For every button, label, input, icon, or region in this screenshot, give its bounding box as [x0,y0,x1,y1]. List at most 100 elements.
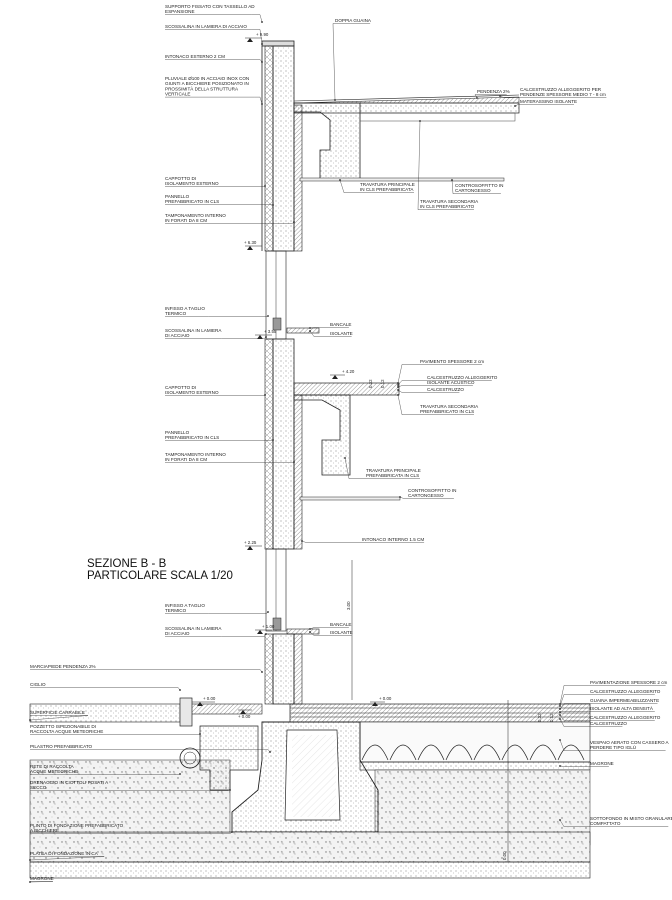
middle-infill [293,394,303,550]
label-superficie: SUPERFICIE CARRABILE [29,710,89,721]
roof-beam-secondary [359,112,516,122]
label-text: SOTTOFONDO IN MISTO GRANULARE [590,816,672,821]
upper-wall-cls [272,45,295,252]
parapet-cap [261,40,295,47]
label-guaina-imp: GUAINA IMPERMEABILIZZANTE [559,698,659,710]
label-text: PREFABBRICATO IN CLS [420,409,474,414]
label-calc-all2: CALCESTRUZZO ALLEGGERITO [559,689,661,707]
label-supporto: SUPPORTO FISSATO CON TASSELLO ADESPANSIO… [165,4,263,23]
label-text: TRAVATURA PRINCIPALE [366,468,421,473]
label-text: INTONACO INTERNO 1.5 CM [362,537,424,542]
label-text: PANNELLO [165,430,190,435]
label-text: CALCESTRUZZO ALLEGGERITO [427,375,498,380]
level-4: + 4.20 [342,369,355,374]
label-text: PAVIMENTO SPESSORE 2 cm [420,359,484,364]
label-text: TRAVATURA SECONDARIA [420,199,479,204]
section-subtitle: PARTICOLARE SCALA 1/20 [87,570,233,582]
label-isolante1: ISOLANTE [309,330,353,337]
label-text: BANCALE [330,622,351,627]
label-text: CALCESTRUZZO ALLEGGERITO PER [520,87,602,92]
label-text: SECCO [30,785,47,790]
label-text: PREFABBRICATO IN CLS [165,199,219,204]
label-text: ISOLANTE ACUSTICO [427,380,475,385]
label-doppia-guaina: DOPPIA GUAINA [332,18,372,101]
igloo-formwork [359,721,591,763]
level-5: + 2.25 [244,540,257,545]
label-text: VERTICALE [165,92,190,97]
level-1: + 9.90 [256,32,269,37]
label-text: PILASTRO PREFABBRICATO [30,744,93,749]
label-text: VESPAIO AERATO CON CASSERO A [590,740,670,745]
label-text: TRAVATURA PRINCIPALE [360,182,415,187]
label-text: IN CLS PREFABBRICATA [360,187,414,192]
label-calcestruzzo1: CALCESTRUZZO [397,387,464,393]
label-text: SUPPORTO FISSATO CON TASSELLO AD [165,4,255,9]
label-text: CARTONGESSO [408,493,444,498]
label-text: BANCALE [330,322,351,327]
label-text: IN CLS PREFABBRICATO [420,204,475,209]
labels-left: SUPPORTO FISSATO CON TASSELLO ADESPANSIO… [29,4,295,883]
label-text: A BICCHIERE [30,828,59,833]
label-pavimento1: PAVIMENTO SPESSORE 2 cm [397,359,484,384]
label-pluviale: PLUVIALE Ø100 IN ACCIAIO INOX CONGIUNTI … [165,76,263,105]
label-cigliio: CIGLIO [30,682,181,691]
label-text: SCOSSALINA IN LAMIERA DI ACCIAIO [165,24,247,29]
label-text: ISOLANTE AD ALTA DENSITÀ [590,705,654,711]
label-text: MATERASSINO ISOLANTE [520,99,577,104]
label-text: POZZETTO ISPEZIONABILE DI [30,724,96,729]
label-text: RETE DI RACCOLTA [30,764,75,769]
foundation [29,697,591,879]
label-text: ACQUE METEORICHE [30,769,78,774]
label-text: PREFABBRICATO IN CLS [165,435,219,440]
label-text: TERMICO [165,608,187,613]
label-pavimentazione: PAVIMENTAZIONE SPESSORE 2 cm [559,680,668,705]
label-text: TRAVATURA SECONDARIA [420,404,479,409]
label-text: ISOLAMENTO ESTERNO [165,390,219,395]
sill-2 [286,628,320,635]
section-title: SEZIONE B - B [87,558,167,570]
ground-wall-cls [272,633,295,705]
ceiling-board-mid [299,496,401,501]
floor-beam-1 [293,394,351,476]
label-text: DI ACCIAIO [165,631,190,636]
dimension-lines: 3.00 0.00 0.32 0.12 0.32 0.12 [346,379,554,862]
upper-wall-insulation [264,45,274,252]
level-3: + 3.55 [264,329,277,334]
label-text: MAGRONE [30,876,54,881]
label-pilastro: PILASTRO PREFABBRICATO [30,744,271,753]
label-pendenza: PENDENZA 2% [474,89,510,99]
label-text: INTONACO ESTERNO 2 CM [165,54,225,59]
level-2: + 6.30 [244,240,257,245]
dim-a: 0.32 [368,379,373,388]
ground-wall-insulation [264,633,274,705]
magrone-left [29,861,591,879]
wall-structure [261,40,520,705]
dim-height: 3.00 [346,601,351,610]
magrone-right [359,761,591,771]
label-text: CARTONGESSO [455,188,491,193]
label-text: SCOSSALINA IN LAMIERA [165,626,222,631]
ceiling-board-top [299,177,505,182]
label-text: CONTROSOFFITTO IN [455,183,503,188]
level-7: + 0.00 [203,696,216,701]
label-text: ISOLAMENTO ESTERNO [165,181,219,186]
label-text: INFISSO A TAGLIO [165,603,205,608]
